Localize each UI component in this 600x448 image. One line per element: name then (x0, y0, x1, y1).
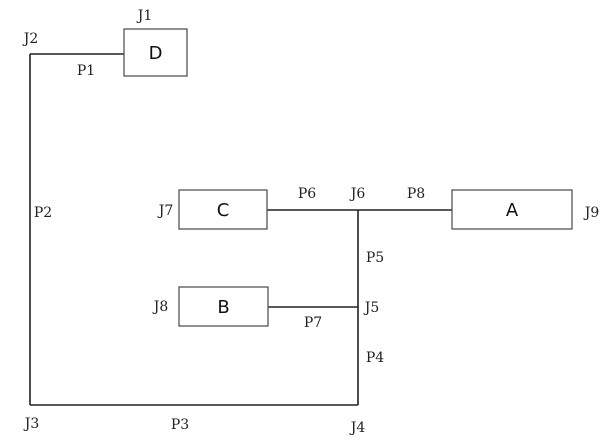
junction-labels: J1 J2 J3 J4 J5 J6 J7 J8 J9 (22, 8, 600, 436)
pipes (29, 53, 452, 406)
node-c: C (178, 189, 268, 230)
junction-j2: J2 (22, 31, 39, 47)
node-d: D (123, 28, 188, 77)
junction-j1: J1 (136, 8, 153, 24)
pipe-label-p6: P6 (298, 186, 316, 202)
junction-j3: J3 (23, 416, 40, 432)
junction-j9: J9 (583, 205, 600, 221)
node-label-c: C (217, 200, 230, 221)
junction-j7: J7 (157, 203, 174, 219)
pipe-label-p1: P1 (77, 63, 95, 79)
node-b: B (178, 286, 269, 327)
junction-j8: J8 (152, 299, 169, 315)
pipe-label-p4: P4 (366, 350, 384, 366)
node-a: A (451, 189, 573, 230)
pipe-label-p3: P3 (171, 417, 189, 433)
node-label-a: A (506, 200, 519, 221)
node-label-b: B (217, 297, 229, 318)
junction-j5: J5 (363, 300, 380, 316)
pipe-label-p8: P8 (407, 186, 425, 202)
pipe-label-p7: P7 (304, 315, 322, 331)
junction-j6: J6 (349, 186, 366, 202)
node-label-d: D (149, 43, 163, 64)
pipe-label-p2: P2 (34, 205, 52, 221)
pipe-label-p5: P5 (366, 250, 384, 266)
pipe-labels: P1 P2 P3 P4 P5 P6 P7 P8 (34, 63, 425, 433)
junction-j4: J4 (349, 420, 366, 436)
